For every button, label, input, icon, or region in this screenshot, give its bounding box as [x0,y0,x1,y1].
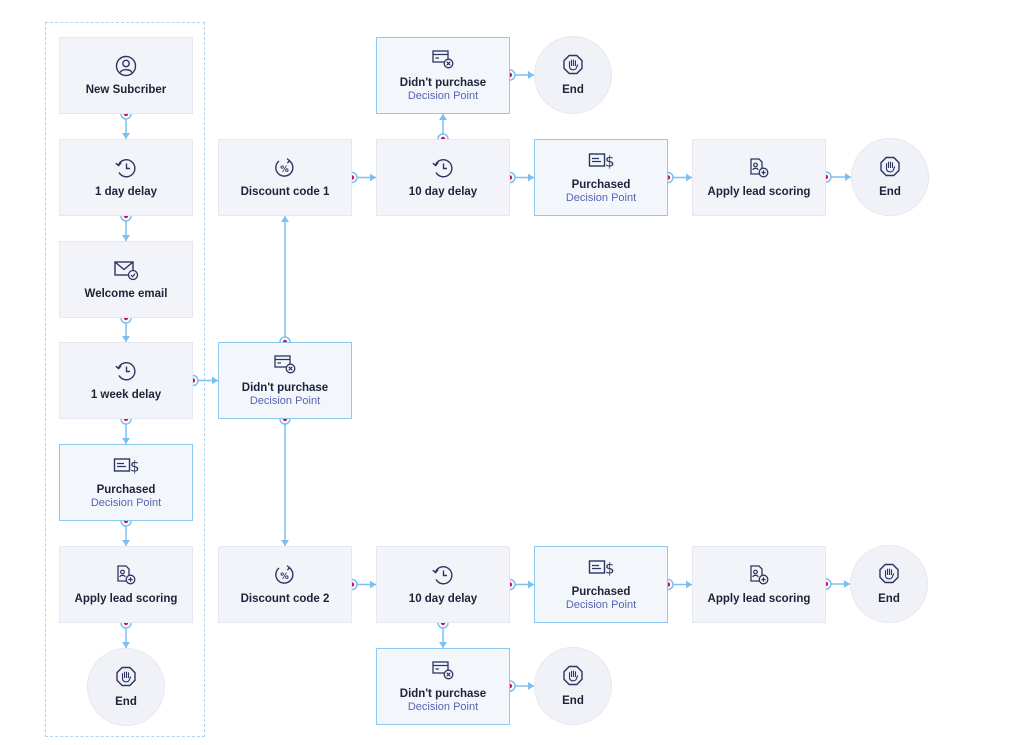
node-label: End [115,695,137,708]
n-1week-node[interactable]: 1 week delay [59,342,193,419]
connector-arrowhead [122,235,130,241]
n-end-bottom-a-node[interactable]: End [534,647,612,725]
node-label: 1 day delay [94,185,157,198]
connector-arrowhead [439,114,447,120]
node-label: End [879,185,901,198]
node-label: End [562,83,584,96]
node-label: Didn't purchase [399,77,487,89]
node-sublabel: Decision Point [407,90,479,102]
card-cancel-icon [272,353,298,375]
stop-hand-icon [876,563,902,585]
user-icon [113,55,139,77]
n-welcome-node[interactable]: Welcome email [59,241,193,318]
percent-icon [272,564,298,586]
connector-arrowhead [212,376,218,385]
connector-arrowhead [686,173,692,182]
node-label: 10 day delay [408,592,478,605]
node-sublabel: Decision Point [565,192,637,204]
connector-arrowhead [281,216,289,222]
node-label: Didn't purchase [241,382,329,394]
card-cancel-icon [430,659,456,681]
n-1day-node[interactable]: 1 day delay [59,139,193,216]
n-10day-top-node[interactable]: 10 day delay [376,139,510,216]
node-label: End [878,592,900,605]
connector-arrowhead [122,438,130,444]
node-label: Apply lead scoring [707,592,811,605]
connector-arrowhead [122,133,130,139]
percent-icon [272,157,298,179]
node-label: End [562,694,584,707]
purchase-icon [588,557,614,579]
connector-arrowhead [370,580,376,589]
node-label: 1 week delay [90,388,162,401]
connector-arrowhead [528,173,534,182]
connector-arrowhead [528,580,534,589]
node-label: Welcome email [84,287,168,300]
n-discount1-node[interactable]: Discount code 1 [218,139,352,216]
node-label: Apply lead scoring [707,185,811,198]
connector-arrowhead [845,173,851,181]
n-10day-bottom-node[interactable]: 10 day delay [376,546,510,623]
n-end-top-a-node[interactable]: End [534,36,612,114]
node-label: Purchased [96,484,156,496]
clock-delay-icon [430,564,456,586]
clock-delay-icon [113,157,139,179]
connector-arrowhead [281,540,289,546]
n-lead-top-node[interactable]: Apply lead scoring [692,139,826,216]
lead-scoring-icon [113,564,139,586]
connector-arrowhead [528,682,534,690]
lead-scoring-icon [746,157,772,179]
n-discount2-node[interactable]: Discount code 2 [218,546,352,623]
node-label: Purchased [571,179,631,191]
n-lead-left-node[interactable]: Apply lead scoring [59,546,193,623]
node-label: Purchased [571,586,631,598]
node-label: Discount code 2 [240,592,330,605]
node-label: 10 day delay [408,185,478,198]
node-sublabel: Decision Point [249,395,321,407]
node-label: Didn't purchase [399,688,487,700]
main-sequence-group [45,22,205,737]
node-label: Discount code 1 [240,185,330,198]
stop-hand-icon [560,54,586,76]
node-label: New Subcriber [85,83,167,96]
connector-arrowhead [686,580,692,589]
clock-delay-icon [113,360,139,382]
purchase-icon [113,455,139,477]
n-end-bottom-b-node[interactable]: End [850,545,928,623]
node-sublabel: Decision Point [565,599,637,611]
connector-arrowhead [528,71,534,79]
connector-arrowhead [122,540,130,546]
n-subscriber-node[interactable]: New Subcriber [59,37,193,114]
lead-scoring-icon [746,564,772,586]
n-end-left-node[interactable]: End [87,648,165,726]
node-label: Apply lead scoring [74,592,178,605]
n-end-top-b-node[interactable]: End [851,138,929,216]
stop-hand-icon [113,666,139,688]
email-check-icon [113,259,139,281]
n-lead-bottom-node[interactable]: Apply lead scoring [692,546,826,623]
node-sublabel: Decision Point [407,701,479,713]
connector-arrowhead [844,580,850,588]
stop-hand-icon [877,156,903,178]
clock-delay-icon [430,157,456,179]
connector-arrowhead [370,173,376,182]
connector-arrowhead [439,642,447,648]
connector-arrowhead [122,642,130,648]
purchase-icon [588,150,614,172]
node-sublabel: Decision Point [90,497,162,509]
connector-arrowhead [122,336,130,342]
card-cancel-icon [430,48,456,70]
stop-hand-icon [560,665,586,687]
